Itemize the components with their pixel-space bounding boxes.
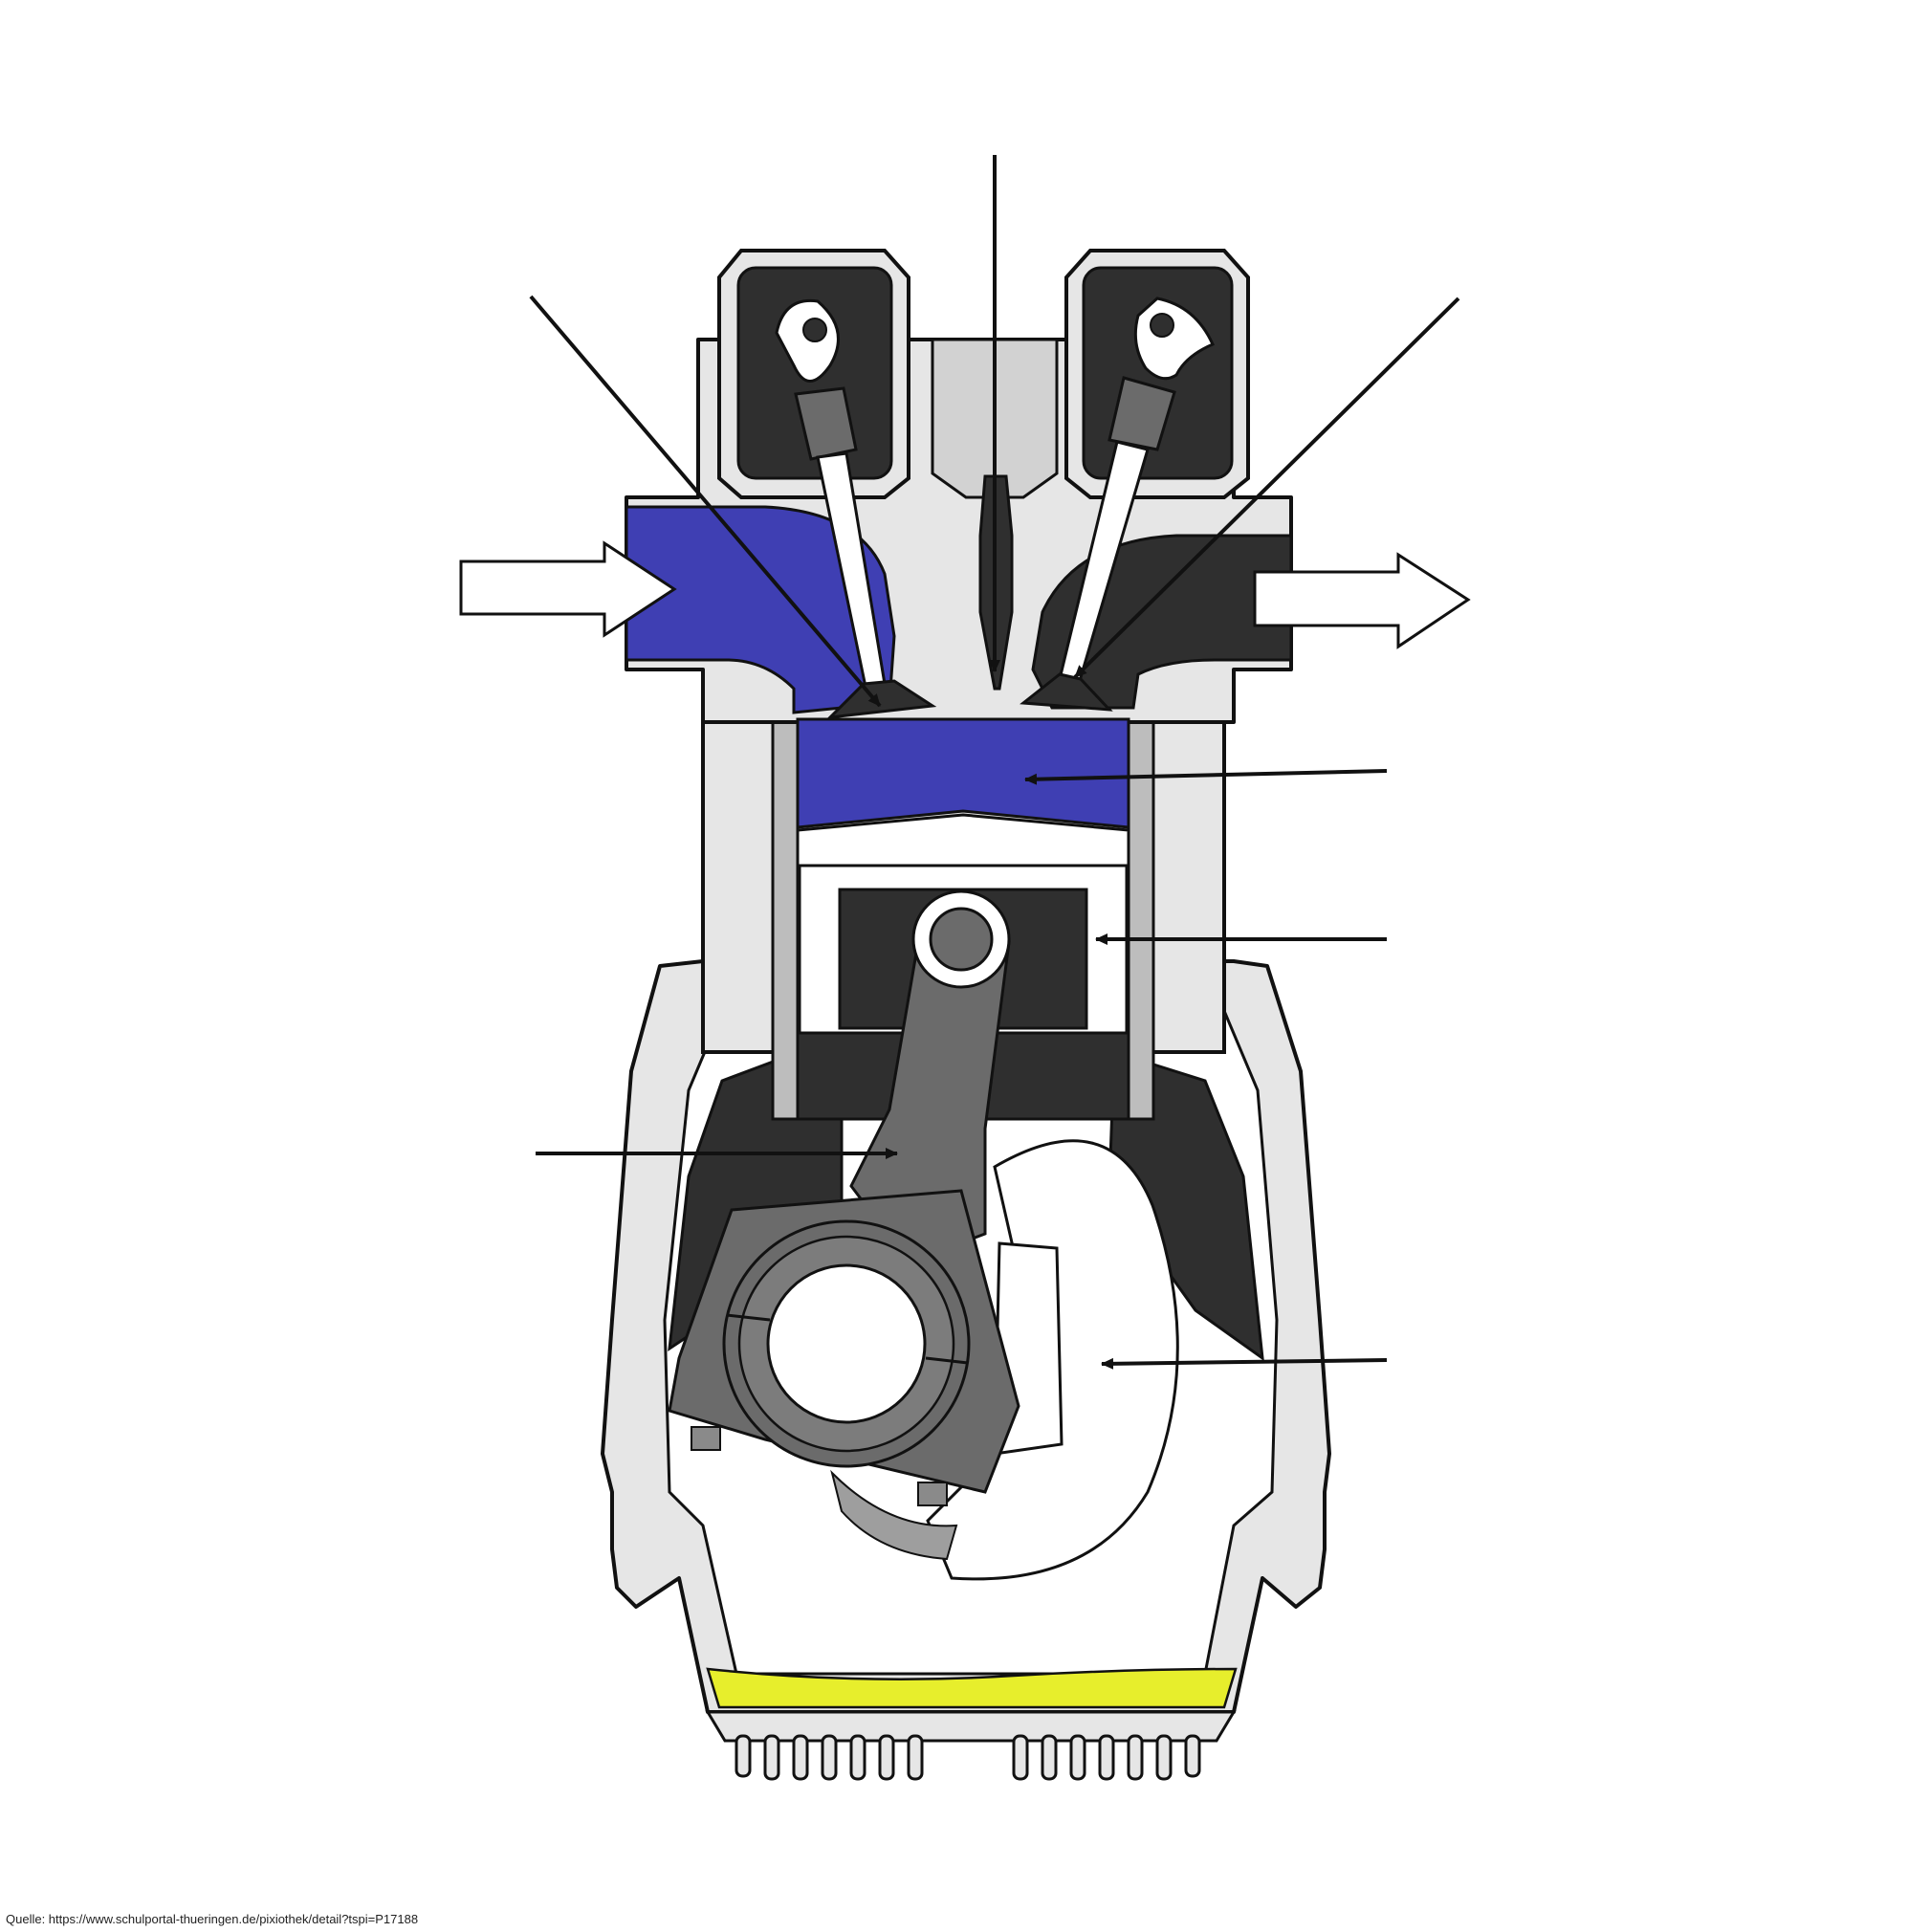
rod-bolt-right [917,1482,948,1506]
bearing-split-line-2 [925,1356,969,1365]
exhaust-flow-arrow [1253,552,1471,649]
leader-intake-valve [529,295,882,708]
sump-base [705,1710,1237,1743]
crank-shadow [830,1469,958,1561]
intake-tappet [794,386,858,461]
intake-cam [775,298,840,383]
source-credit: Quelle: https://www.schulportal-thuering… [6,1912,419,1926]
intake-flow-arrow [459,540,677,638]
leader-combustion-chamber [1024,769,1388,785]
bearing-split-line [726,1313,771,1322]
cylinder-liner-left [771,717,800,1121]
leader-exhaust-valve [1073,296,1460,679]
rod-bolt-left [691,1426,721,1451]
exhaust-cam [1133,296,1215,381]
cooling-fins [735,1734,1201,1781]
leader-lines [529,155,1460,1370]
leader-crankshaft [1101,1357,1388,1370]
oil-sump [706,1667,1238,1709]
exhaust-valve-head [1020,672,1113,712]
crankshaft-journal [766,1263,927,1424]
intake-port [625,505,896,714]
intake-valve-head [825,679,937,719]
wrist-pin-inner [929,907,994,972]
piston-crown [796,813,1130,867]
cylinder-liner-right [1127,717,1155,1121]
exhaust-tappet [1108,376,1176,451]
combustion-chamber [796,717,1130,829]
